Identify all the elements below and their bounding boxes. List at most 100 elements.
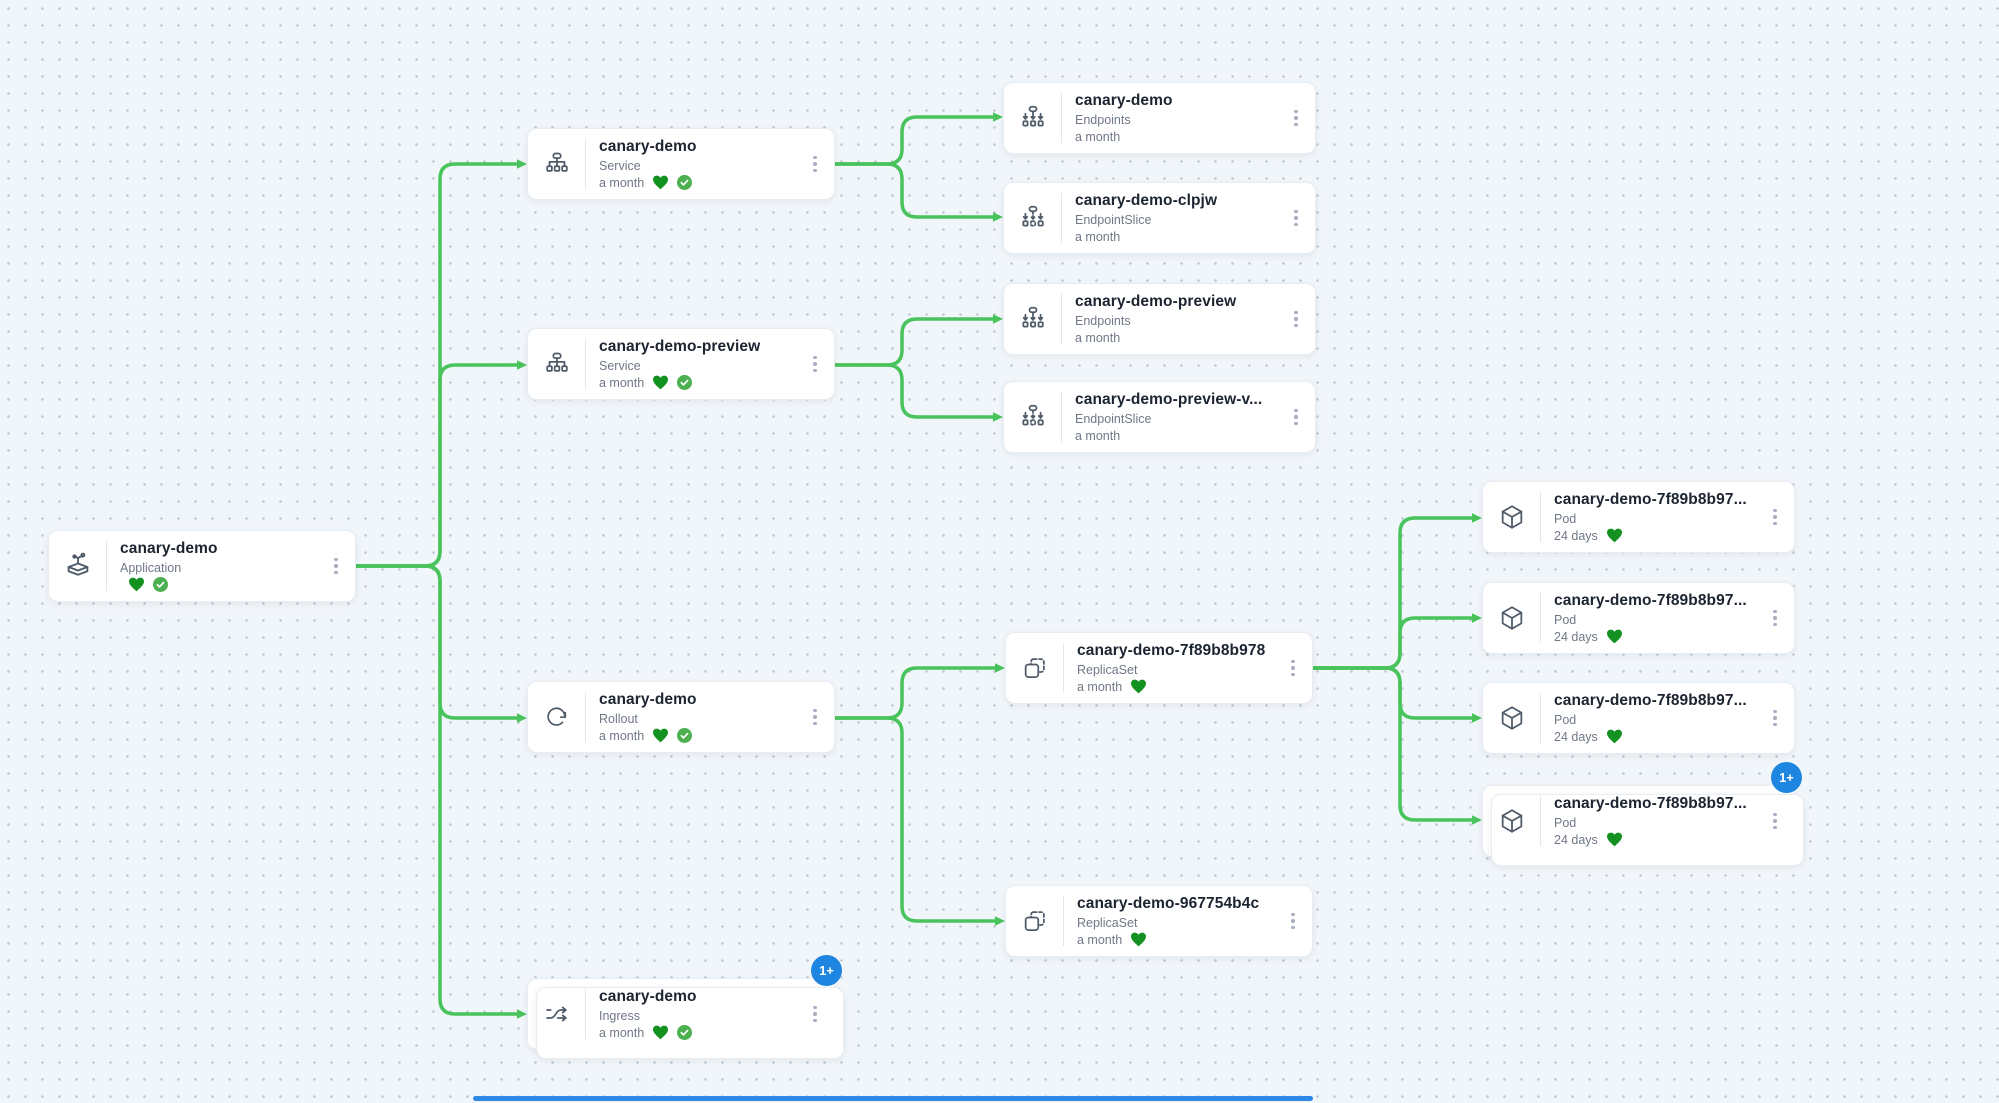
health-heart-icon bbox=[652, 1025, 669, 1040]
health-heart-icon bbox=[1606, 832, 1623, 847]
node-kind: Ingress bbox=[599, 1008, 640, 1023]
sync-check-icon bbox=[677, 375, 693, 390]
kebab-menu-icon[interactable] bbox=[805, 349, 825, 379]
sync-check-icon bbox=[677, 1025, 693, 1040]
endpoint-slice-icon bbox=[1004, 403, 1061, 431]
pod-icon bbox=[1483, 503, 1540, 531]
node-rollout-canary-demo[interactable]: canary-demo Rollout a month bbox=[527, 681, 835, 753]
rollout-icon bbox=[528, 704, 585, 731]
node-pod-1[interactable]: canary-demo-7f89b8b97... Pod 24 days bbox=[1482, 481, 1795, 553]
service-icon bbox=[528, 150, 585, 178]
node-title: canary-demo bbox=[599, 138, 697, 155]
node-kind: Service bbox=[599, 158, 641, 173]
kebab-menu-icon[interactable] bbox=[805, 702, 825, 732]
divider bbox=[1061, 294, 1062, 344]
node-kind: EndpointSlice bbox=[1075, 212, 1152, 227]
kebab-menu-icon[interactable] bbox=[326, 551, 346, 581]
more-items-badge[interactable]: 1+ bbox=[1771, 762, 1802, 793]
divider bbox=[1063, 896, 1064, 946]
node-age: 24 days bbox=[1554, 832, 1598, 847]
node-title: canary-demo-preview-v... bbox=[1075, 391, 1263, 408]
node-kind: ReplicaSet bbox=[1077, 915, 1138, 930]
node-kind: ReplicaSet bbox=[1077, 662, 1138, 677]
node-title: canary-demo bbox=[599, 691, 697, 708]
node-endpointslice-canary-demo-clpjw[interactable]: canary-demo-clpjw EndpointSlice a month bbox=[1003, 182, 1316, 254]
node-endpointslice-canary-demo-preview[interactable]: canary-demo-preview-v... EndpointSlice a… bbox=[1003, 381, 1316, 453]
node-age: a month bbox=[599, 175, 645, 190]
node-endpoints-canary-demo-preview[interactable]: canary-demo-preview Endpoints a month bbox=[1003, 283, 1316, 355]
node-title: canary-demo-967754b4c bbox=[1077, 895, 1260, 912]
pod-icon bbox=[1483, 604, 1540, 632]
node-ingress-canary-demo[interactable]: 1+ canary-demo Ingress a month bbox=[527, 955, 844, 1059]
node-age: a month bbox=[1075, 428, 1121, 443]
node-pod-3[interactable]: canary-demo-7f89b8b97... Pod 24 days bbox=[1482, 682, 1795, 754]
node-age: a month bbox=[1075, 229, 1121, 244]
divider bbox=[1061, 93, 1062, 143]
node-service-canary-demo-preview[interactable]: canary-demo-preview Service a month bbox=[527, 328, 835, 400]
divider bbox=[1061, 392, 1062, 442]
kebab-menu-icon[interactable] bbox=[1765, 603, 1785, 633]
health-heart-icon bbox=[1606, 528, 1623, 543]
kebab-menu-icon[interactable] bbox=[1283, 906, 1303, 936]
node-title: canary-demo-preview bbox=[599, 338, 761, 355]
divider bbox=[585, 139, 586, 189]
kebab-menu-icon[interactable] bbox=[1286, 203, 1306, 233]
node-title: canary-demo-7f89b8b978 bbox=[1077, 642, 1266, 659]
node-age: a month bbox=[599, 728, 645, 743]
health-heart-icon bbox=[128, 577, 145, 592]
replicaset-icon bbox=[1006, 654, 1063, 682]
divider bbox=[585, 692, 586, 742]
kebab-menu-icon[interactable] bbox=[805, 149, 825, 179]
health-heart-icon bbox=[652, 728, 669, 743]
node-replicaset-canary-demo-7f89b8b978[interactable]: canary-demo-7f89b8b978 ReplicaSet a mont… bbox=[1005, 632, 1313, 704]
node-kind: Service bbox=[599, 358, 641, 373]
kebab-menu-icon[interactable] bbox=[1765, 806, 1785, 836]
node-age: a month bbox=[1077, 679, 1123, 694]
node-pod-4[interactable]: 1+ canary-demo-7f89b8b97... Pod 24 days bbox=[1482, 762, 1804, 866]
node-kind: Pod bbox=[1554, 815, 1577, 830]
node-age: 24 days bbox=[1554, 729, 1598, 744]
kebab-menu-icon[interactable] bbox=[805, 999, 825, 1029]
health-heart-icon bbox=[1130, 932, 1147, 947]
health-heart-icon bbox=[1606, 729, 1623, 744]
node-kind: Pod bbox=[1554, 712, 1577, 727]
kebab-menu-icon[interactable] bbox=[1765, 502, 1785, 532]
node-title: canary-demo bbox=[1075, 92, 1173, 109]
kebab-menu-icon[interactable] bbox=[1286, 402, 1306, 432]
node-age: 24 days bbox=[1554, 528, 1598, 543]
horizontal-scrollbar-thumb[interactable] bbox=[473, 1096, 1313, 1101]
node-title: canary-demo-7f89b8b97... bbox=[1554, 592, 1747, 609]
node-replicaset-canary-demo-967754b4c[interactable]: canary-demo-967754b4c ReplicaSet a month bbox=[1005, 885, 1313, 957]
node-service-canary-demo[interactable]: canary-demo Service a month bbox=[527, 128, 835, 200]
node-kind: Endpoints bbox=[1075, 313, 1131, 328]
node-title: canary-demo-clpjw bbox=[1075, 192, 1218, 209]
node-title: canary-demo-7f89b8b97... bbox=[1554, 491, 1747, 508]
application-icon bbox=[49, 551, 106, 581]
kebab-menu-icon[interactable] bbox=[1283, 653, 1303, 683]
kebab-menu-icon[interactable] bbox=[1765, 703, 1785, 733]
node-pod-2[interactable]: canary-demo-7f89b8b97... Pod 24 days bbox=[1482, 582, 1795, 654]
kebab-menu-icon[interactable] bbox=[1286, 304, 1306, 334]
divider bbox=[1540, 693, 1541, 743]
sync-check-icon bbox=[677, 175, 693, 190]
health-heart-icon bbox=[652, 175, 669, 190]
health-heart-icon bbox=[1130, 679, 1147, 694]
divider bbox=[585, 989, 586, 1039]
replicaset-icon bbox=[1006, 907, 1063, 935]
node-age: a month bbox=[1075, 129, 1121, 144]
divider bbox=[1063, 643, 1064, 693]
node-application-canary-demo[interactable]: canary-demo Application bbox=[48, 530, 356, 602]
more-items-badge[interactable]: 1+ bbox=[811, 955, 842, 986]
node-age: a month bbox=[1075, 330, 1121, 345]
divider bbox=[1061, 193, 1062, 243]
node-endpoints-canary-demo[interactable]: canary-demo Endpoints a month bbox=[1003, 82, 1316, 154]
ingress-icon bbox=[528, 1000, 585, 1028]
service-icon bbox=[528, 350, 585, 378]
health-heart-icon bbox=[652, 375, 669, 390]
node-kind: Rollout bbox=[599, 711, 638, 726]
node-kind: Pod bbox=[1554, 511, 1577, 526]
endpoint-slice-icon bbox=[1004, 204, 1061, 232]
divider bbox=[1540, 593, 1541, 643]
kebab-menu-icon[interactable] bbox=[1286, 103, 1306, 133]
